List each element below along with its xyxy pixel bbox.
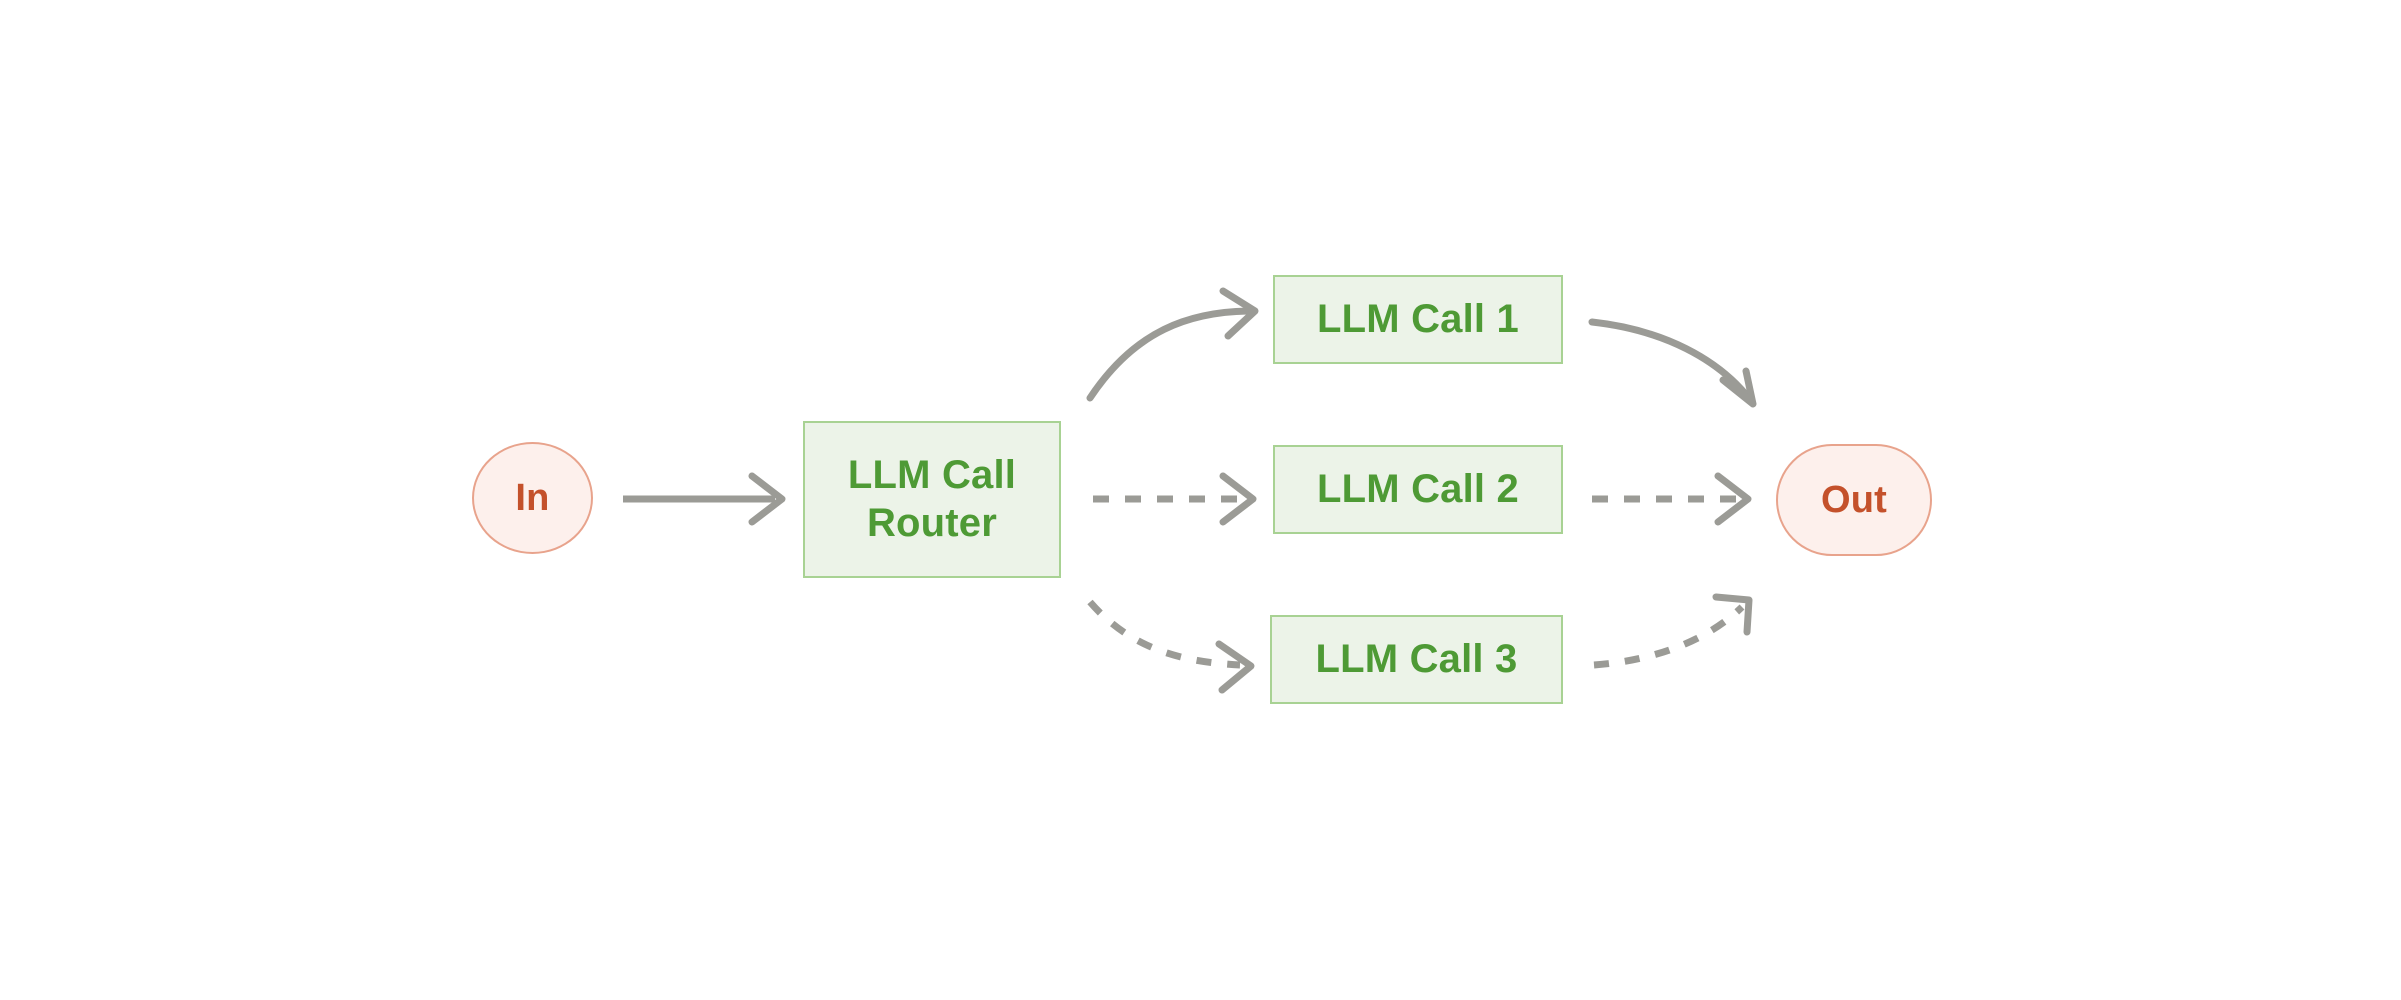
node-out-label: Out <box>1820 478 1888 521</box>
node-llm-call-1[interactable]: LLM Call 1 <box>1273 275 1563 364</box>
edge-router-to-call2 <box>1093 472 1257 526</box>
edge-call3-to-out <box>1593 593 1753 669</box>
edge-router-to-call3 <box>1087 599 1255 694</box>
edge-in-to-router <box>623 472 786 526</box>
node-llm-call-1-label: LLM Call 1 <box>1316 296 1520 341</box>
node-out[interactable]: Out <box>1776 444 1932 556</box>
node-llm-call-2[interactable]: LLM Call 2 <box>1273 445 1563 534</box>
node-llm-call-3[interactable]: LLM Call 3 <box>1270 615 1563 704</box>
edge-router-to-call1 <box>1086 287 1259 402</box>
node-llm-call-3-label: LLM Call 3 <box>1315 636 1518 681</box>
edge-call1-to-out <box>1588 318 1757 408</box>
node-llm-call-router[interactable]: LLM Call Router <box>803 421 1061 578</box>
node-in[interactable]: In <box>472 442 593 554</box>
node-llm-call-router-label: LLM Call Router <box>847 453 1017 545</box>
node-llm-call-2-label: LLM Call 2 <box>1316 466 1520 511</box>
edge-call2-to-out <box>1592 472 1752 526</box>
node-in-label: In <box>515 476 550 519</box>
